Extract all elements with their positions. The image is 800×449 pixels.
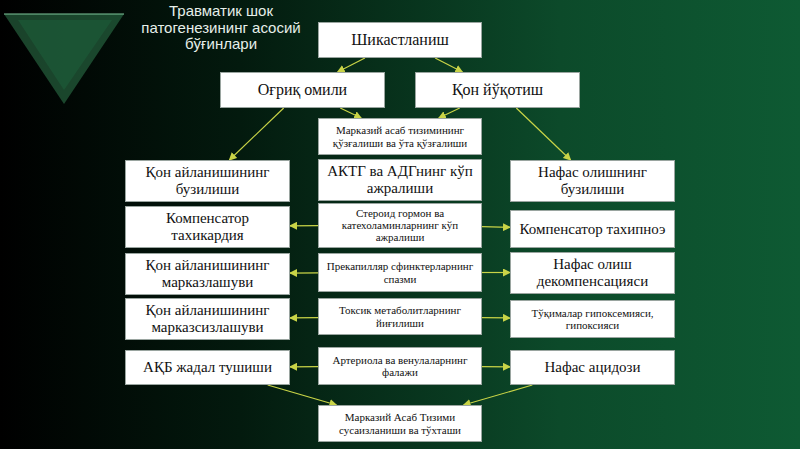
process-box: Компенсатор тахикардия	[125, 206, 290, 248]
process-box: Марказий асаб тизимининг қўзғалиши ва ўт…	[318, 118, 482, 155]
process-box: Стероид гормон ва катехоламинларнинг кўп…	[318, 203, 482, 248]
corner-decoration	[0, 0, 140, 120]
box-text: Артериола ва венулаларнинг фалажи	[324, 354, 476, 379]
box-text: АҚБ жадал тушиши	[143, 359, 272, 376]
process-box: Тўқималар гипоксемияси, гипоксияси	[510, 300, 675, 338]
arrow-connector	[439, 108, 460, 118]
arrow-connector	[290, 317, 318, 319]
box-text: Қон айланишининг марказсизлашуви	[131, 302, 284, 336]
triangle	[4, 14, 124, 104]
box-text: Токсик метаболитларнинг йиғилиши	[324, 304, 476, 329]
box-text: Нафас ацидози	[544, 359, 640, 376]
process-box: Артериола ва венулаларнинг фалажи	[318, 347, 482, 385]
process-box: Нафас олиш декомпенсацияси	[510, 252, 675, 294]
process-box: Прекапилляр сфинктерларнинг спазми	[318, 253, 482, 292]
process-box: Қон айланишининг бузилиши	[125, 160, 290, 202]
process-box: Нафас ацидози	[510, 350, 675, 385]
box-text: Тўқималар гипоксемияси, гипоксияси	[516, 307, 669, 332]
arrow-connector	[290, 366, 318, 367]
arrow-connector	[464, 385, 533, 405]
process-box: АКТГ ва АДГнинг кўп ажралиши	[318, 159, 482, 201]
triangle	[18, 20, 112, 90]
box-text: Марказий Асаб Тизими сусаизланиши ва тўх…	[324, 411, 476, 436]
box-text: Компенсатор тахипноэ	[520, 221, 666, 238]
process-box: Шикастланиш	[318, 22, 482, 58]
process-box: Нафас олишнинг бузилиши	[510, 160, 675, 202]
arrow-connector	[482, 272, 510, 273]
process-box: Токсик метаболитларнинг йиғилиши	[318, 298, 482, 335]
arrow-connector	[482, 317, 510, 319]
box-text: Қон айланишининг марказлашуви	[131, 257, 284, 291]
box-text: Қон айланишининг бузилиши	[131, 164, 284, 198]
box-text: Оғриқ омили	[258, 81, 347, 99]
box-text: Нафас олиш декомпенсацияси	[516, 256, 669, 290]
box-text: Марказий асаб тизимининг қўзғалиши ва ўт…	[324, 124, 476, 149]
arrow-connector	[290, 272, 318, 273]
process-box: Компенсатор тахипноэ	[510, 210, 675, 248]
arrow-connector	[340, 108, 361, 118]
arrow-connector	[516, 108, 570, 160]
box-text: Нафас олишнинг бузилиши	[516, 164, 669, 198]
box-text: АКТГ ва АДГнинг кўп ажралиши	[324, 163, 476, 197]
arrow-connector	[435, 58, 462, 72]
process-box: Қон йўқотиш	[415, 72, 580, 108]
arrow-connector	[338, 58, 365, 72]
arrow-connector	[482, 366, 510, 367]
box-text: Стероид гормон ва катехоламинларнинг кўп…	[324, 207, 476, 244]
process-box: АҚБ жадал тушиши	[125, 350, 290, 385]
arrow-connector	[268, 385, 337, 405]
box-text: Компенсатор тахикардия	[131, 210, 284, 244]
box-text: Шикастланиш	[351, 31, 449, 49]
process-box: Қон айланишининг марказсизлашуви	[125, 298, 290, 340]
box-text: Прекапилляр сфинктерларнинг спазми	[324, 260, 476, 285]
arrow-connector	[290, 225, 318, 226]
diagram-title: Травматик шок патогенезининг асосий бўғи…	[136, 3, 306, 53]
triangle-edge	[4, 14, 124, 15]
process-box: Оғриқ омили	[220, 72, 385, 108]
arrow-connector	[229, 108, 283, 160]
process-box: Марказий Асаб Тизими сусаизланиши ва тўх…	[318, 405, 482, 442]
process-box: Қон айланишининг марказлашуви	[125, 253, 290, 295]
arrow-connector	[482, 226, 510, 228]
box-text: Қон йўқотиш	[452, 81, 543, 99]
